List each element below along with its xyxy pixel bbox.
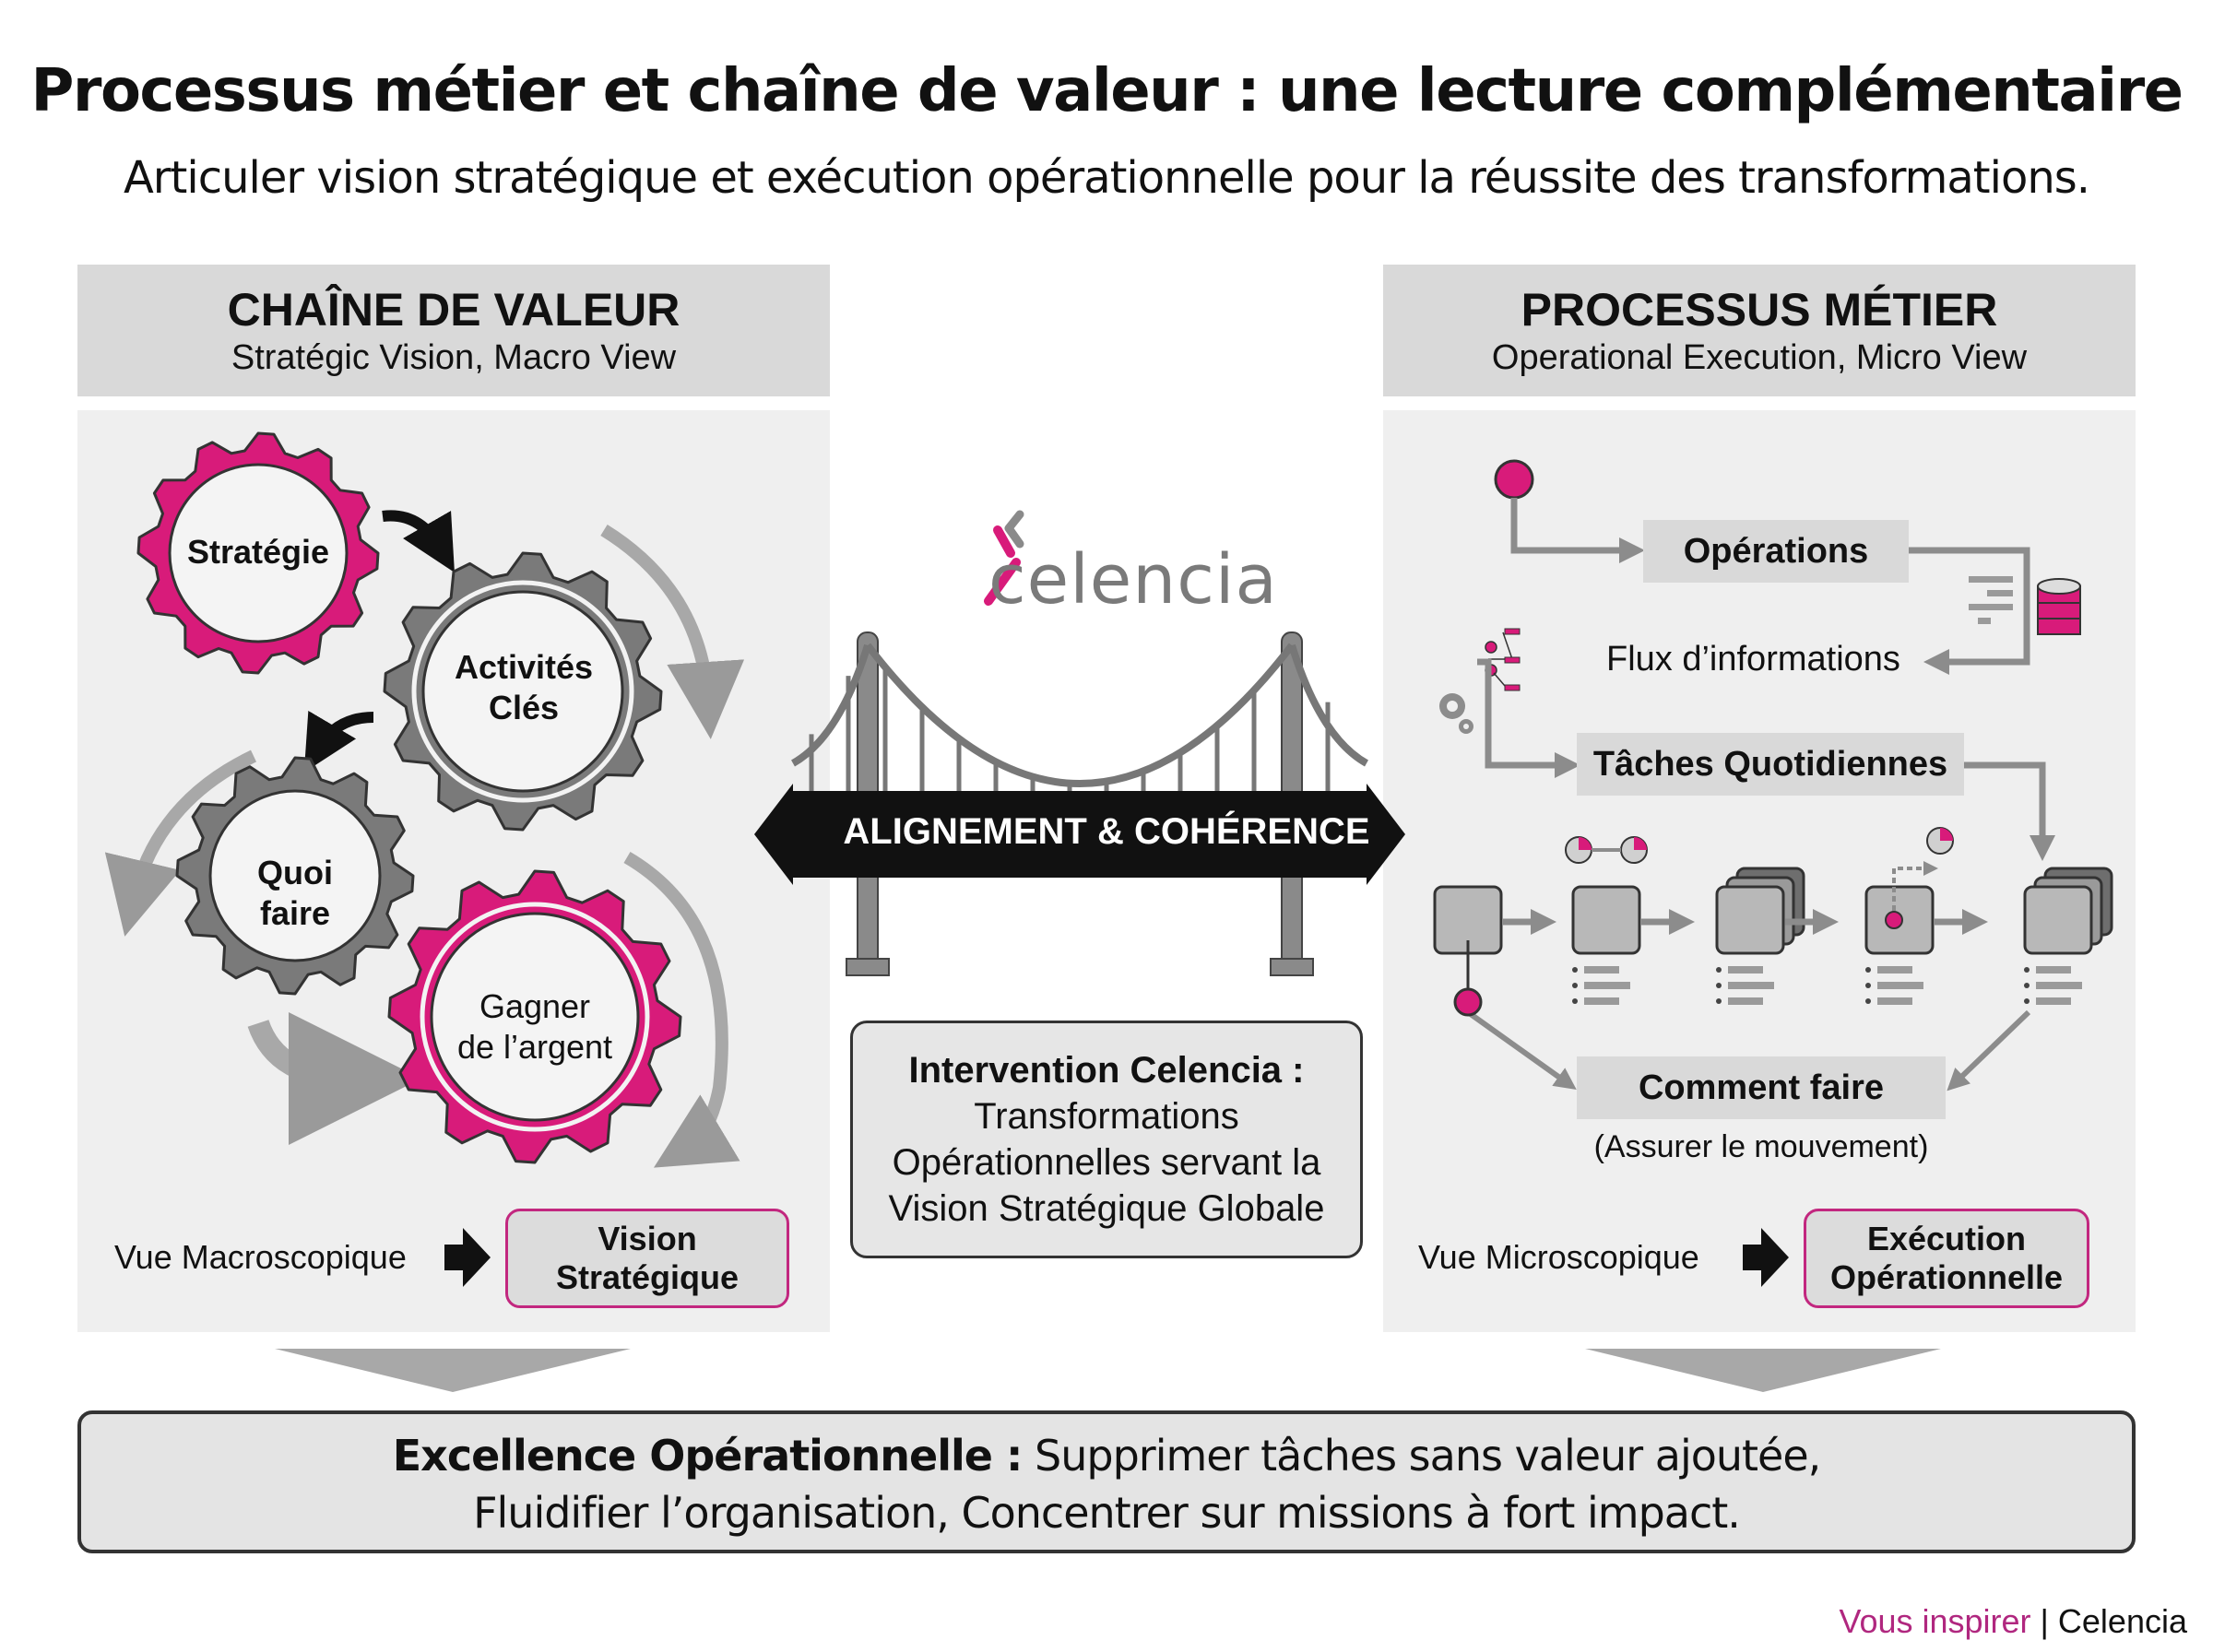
task-card-icon xyxy=(1433,885,1556,955)
end-node-icon xyxy=(1453,987,1483,1017)
daily-tasks-box: Tâches Quotidiennes xyxy=(1577,733,1964,796)
black-arrow-2 xyxy=(303,710,374,773)
operations-box: Opérations xyxy=(1643,520,1909,583)
task-card-icon xyxy=(2023,867,2113,1005)
database-icon xyxy=(2037,578,2081,635)
intervention-line3: Vision Stratégique Globale xyxy=(888,1188,1325,1229)
footer: Vous inspirer | Celencia xyxy=(1839,1602,2187,1641)
intervention-title: Intervention Celencia : xyxy=(908,1050,1305,1091)
gear-1-icon xyxy=(383,551,663,832)
gear-label-line: Clés xyxy=(488,689,560,726)
strategic-vision-box: Vision Stratégique xyxy=(505,1209,789,1308)
gear-hole xyxy=(421,590,624,793)
gear-0-icon xyxy=(136,431,380,675)
operational-excellence-rest: Supprimer tâches sans valeur ajoutée, xyxy=(1022,1431,1821,1481)
intervention-line2: Opérationnelles servant la xyxy=(892,1142,1321,1183)
operational-execution-line1: Exécution xyxy=(1866,1220,2027,1257)
right-down-arrow xyxy=(1585,1349,1941,1392)
value-chain-subheading: Stratégic Vision, Macro View xyxy=(231,338,677,377)
gears-icon xyxy=(1439,693,1473,734)
bridge-cable-right xyxy=(1288,643,1369,767)
cycle-arrow-right-top xyxy=(600,525,745,739)
bridge-cable-left xyxy=(790,643,871,767)
page-title: Processus métier et chaîne de valeur : u… xyxy=(30,57,2183,125)
value-chain-header: CHAÎNE DE VALEUR Stratégic Vision, Macro… xyxy=(77,265,830,396)
strategic-vision-line1: Vision xyxy=(598,1220,697,1257)
page-subtitle: Articuler vision stratégique et exécutio… xyxy=(123,152,2090,204)
cycle-arrow-right-bottom xyxy=(623,851,740,1168)
business-process-subheading: Operational Execution, Micro View xyxy=(1491,338,2028,377)
gear-hole xyxy=(208,789,382,962)
gear-ring xyxy=(420,902,650,1132)
gear-label-strategie: Stratégie xyxy=(166,532,350,572)
footer-tagline: Vous inspirer xyxy=(1839,1602,2031,1640)
celencia-logo-mark xyxy=(984,510,1024,606)
footer-brand: Celencia xyxy=(2057,1602,2187,1640)
task-card-icon xyxy=(1864,827,1988,1005)
cycle-arrows xyxy=(104,510,745,1168)
cycle-arrow-left xyxy=(104,749,257,937)
operational-excellence-lead: Excellence Opérationnelle : xyxy=(392,1431,1024,1481)
footer-separator: | xyxy=(2030,1602,2058,1640)
celencia-logo-text: celencia xyxy=(988,540,1278,620)
gear-label-line: Activités xyxy=(454,648,594,686)
bridge-double-arrow xyxy=(754,784,1405,885)
intervention-line1: Transformations xyxy=(974,1096,1239,1137)
task-card-icon xyxy=(1715,867,1839,1005)
gear-label-line: Quoi xyxy=(257,854,333,891)
task-card-icon xyxy=(1565,836,1695,1005)
business-process-heading: PROCESSUS MÉTIER xyxy=(1521,284,1998,336)
gear-hole xyxy=(430,912,640,1122)
left-down-arrow xyxy=(275,1349,631,1392)
list-lines-icon xyxy=(1969,576,2013,624)
gear-label-activites-cles: Activités Clés xyxy=(432,647,616,728)
operational-excellence-box: Excellence Opérationnelle : Supprimer tâ… xyxy=(77,1410,2136,1553)
gear-label-line: de l’argent xyxy=(456,1028,613,1066)
operational-excellence-line1: Excellence Opérationnelle : Supprimer tâ… xyxy=(81,1427,2132,1484)
process-flow xyxy=(1433,459,2113,1092)
bridge-cable-main xyxy=(864,643,1296,787)
business-process-header: PROCESSUS MÉTIER Operational Execution, … xyxy=(1383,265,2136,396)
micro-arrow-icon xyxy=(1743,1228,1789,1287)
gear-label-line: Gagner xyxy=(479,987,591,1025)
gear-label-quoi-faire: Quoi faire xyxy=(203,853,387,934)
gear-ring xyxy=(411,580,634,803)
bridge-illustration xyxy=(754,631,1405,976)
operational-execution-line2: Opérationnelle xyxy=(1829,1258,2064,1296)
start-node-icon xyxy=(1494,459,1534,500)
how-to-subtitle: (Assurer le mouvement) xyxy=(1593,1129,1929,1164)
info-flow-label: Flux d’informations xyxy=(1606,640,1900,678)
operational-excellence-line2: Fluidifier l’organisation, Concentrer su… xyxy=(473,1488,1741,1538)
gear-hole xyxy=(168,463,349,643)
gears-group xyxy=(136,431,682,1164)
gear-label-line: faire xyxy=(259,894,331,932)
bridge-label: ALIGNEMENT & COHÉRENCE xyxy=(843,811,1370,852)
black-arrow-1 xyxy=(382,510,455,573)
gear-label-line: Stratégie xyxy=(186,533,330,571)
value-chain-heading: CHAÎNE DE VALEUR xyxy=(227,284,680,336)
how-to-box: Comment faire xyxy=(1577,1056,1946,1119)
gear-3-icon xyxy=(387,869,682,1164)
macro-arrow-icon xyxy=(444,1228,491,1287)
cycle-arrow-bottom xyxy=(247,1011,421,1145)
gear-label-gagner-argent: Gagner de l’argent xyxy=(443,986,627,1068)
strategic-vision-line2: Stratégique xyxy=(555,1258,740,1296)
micro-view-caption: Vue Microscopique xyxy=(1418,1238,1699,1276)
operational-execution-box: Exécution Opérationnelle xyxy=(1804,1209,2089,1308)
macro-view-caption: Vue Macroscopique xyxy=(114,1238,407,1276)
intervention-box: Intervention Celencia : Transformations … xyxy=(850,1021,1363,1258)
gear-2-icon xyxy=(175,756,415,996)
